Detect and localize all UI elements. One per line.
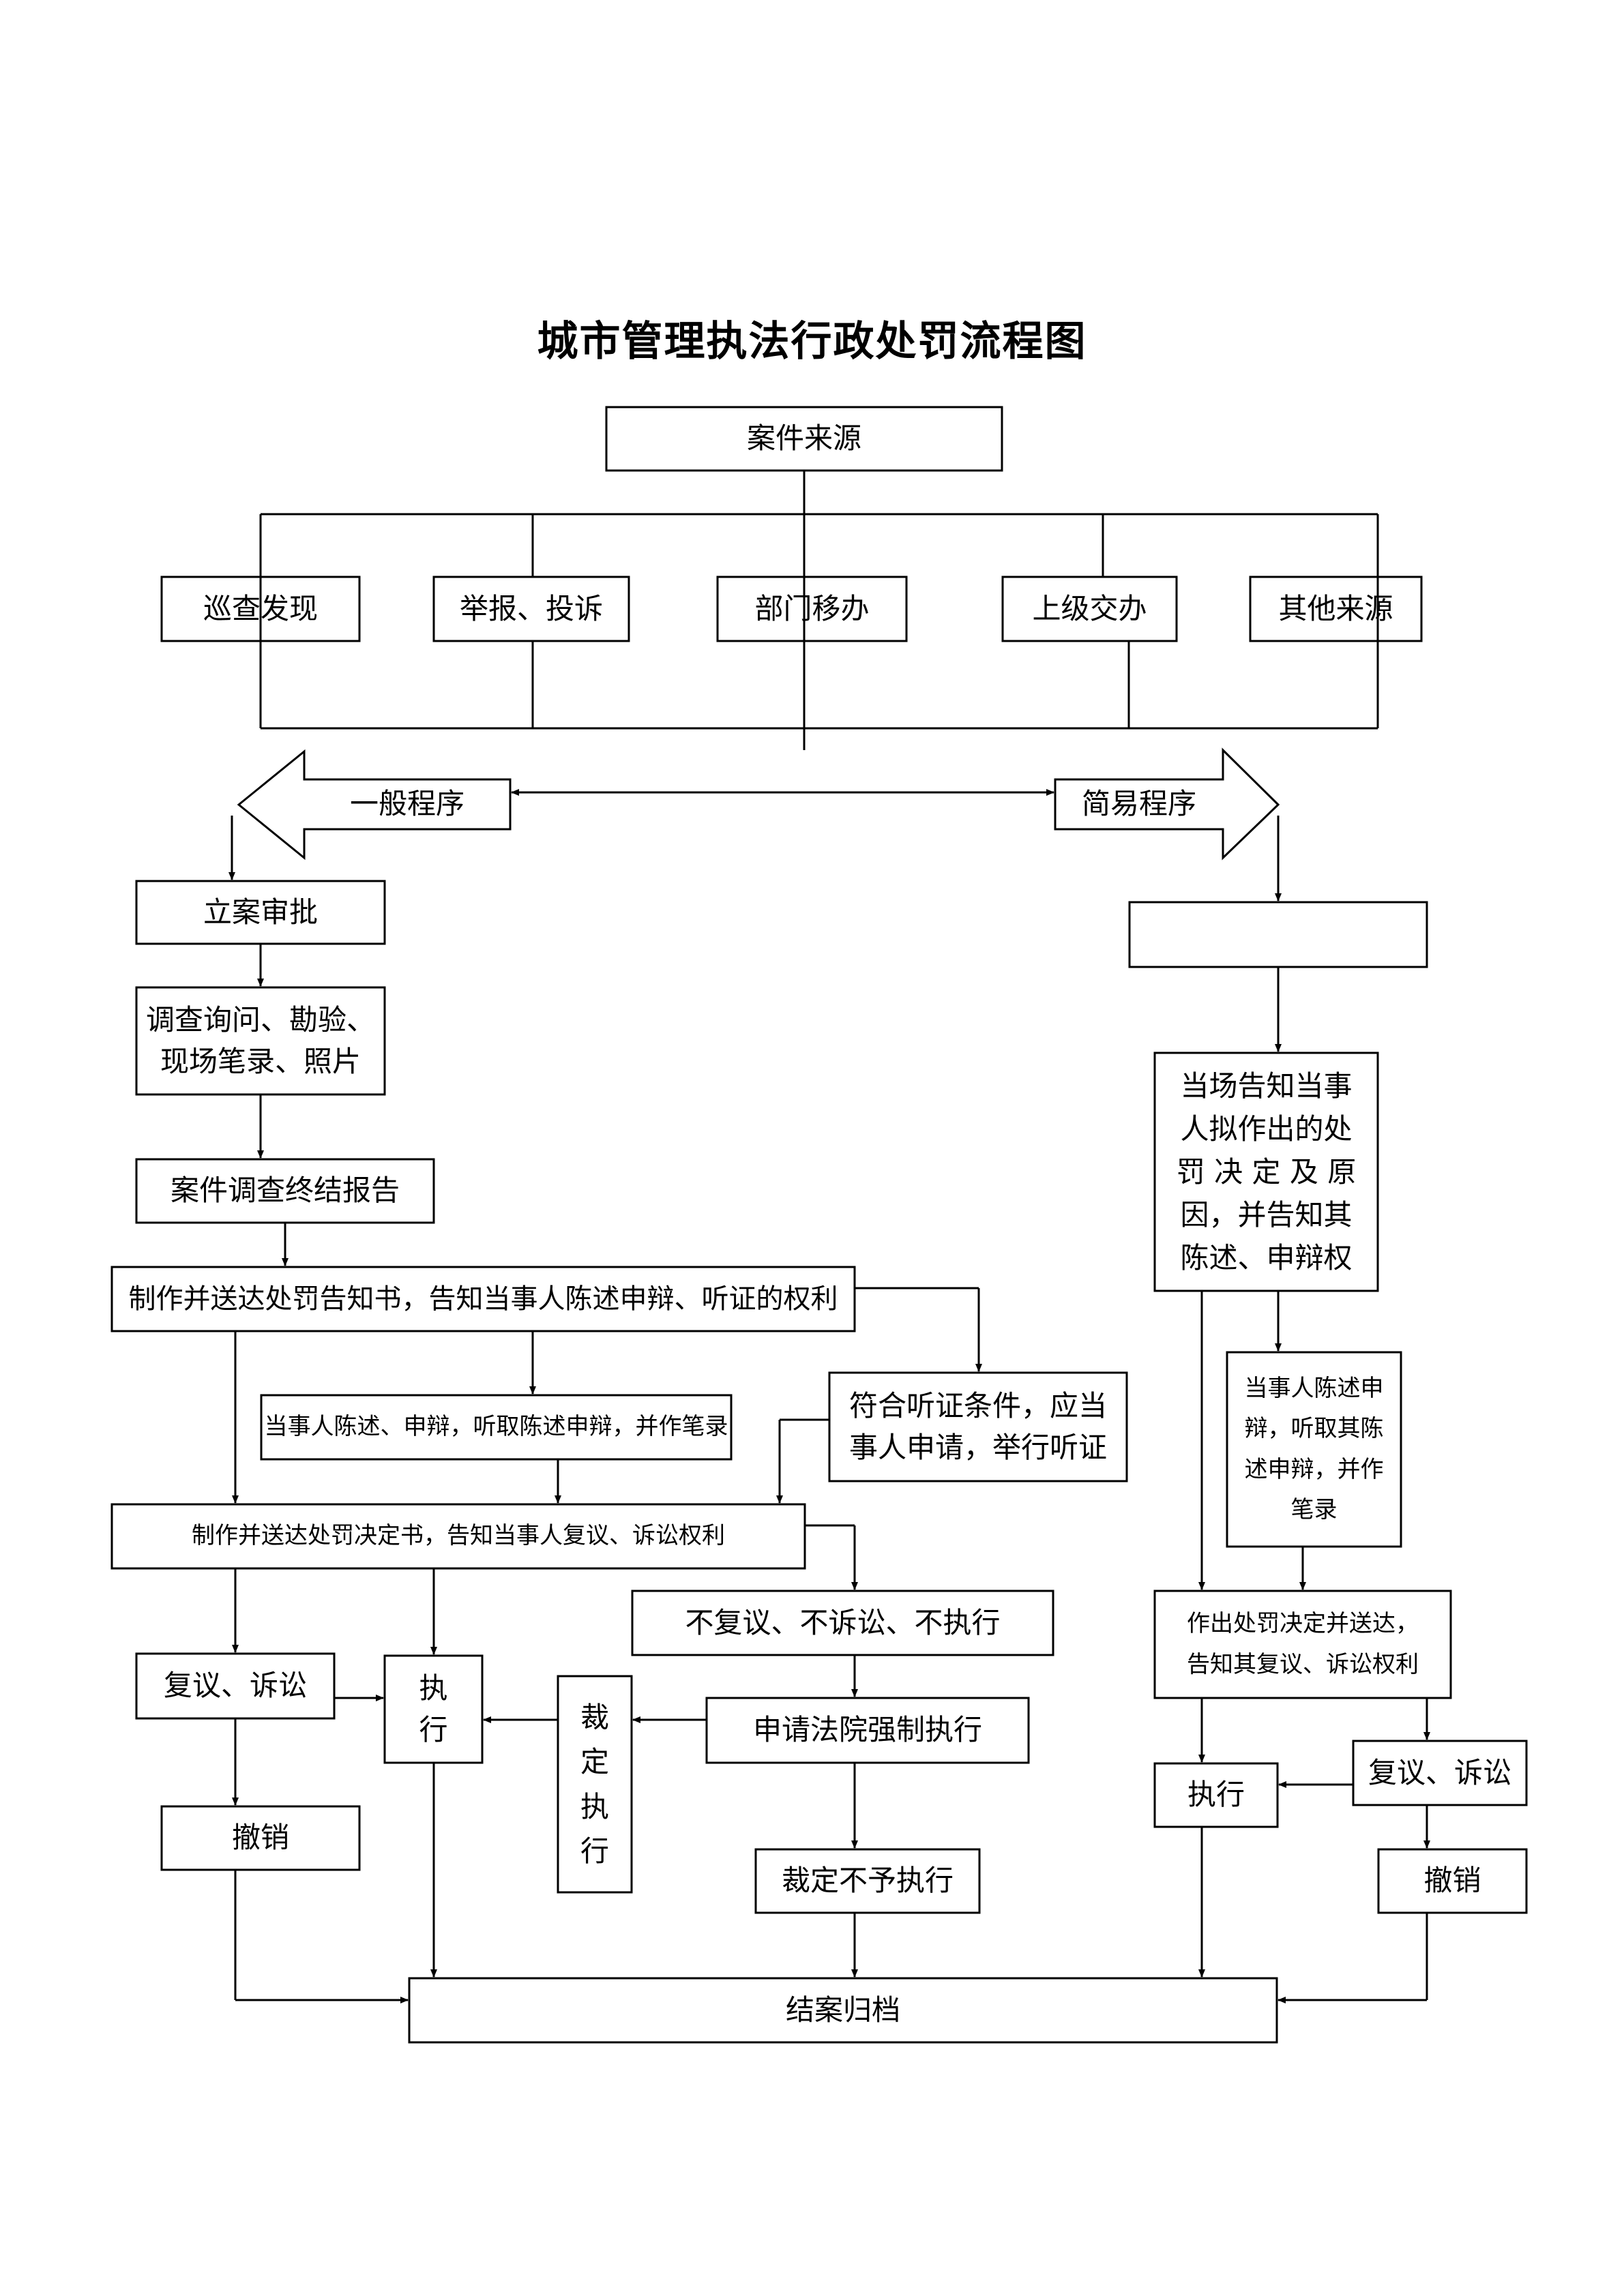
label-hearing: 符合听证条件，应当 事人申请，举行听证: [848, 1388, 1107, 1464]
arrow-general: [237, 749, 512, 861]
label-s-statement: 当事人陈述申 辩，听取其陈 述申辩，并作 笔录: [1244, 1374, 1384, 1524]
box-s-review: [1352, 1740, 1528, 1806]
label-notice: 制作并送达处罚告知书，告知当事人陈述申辩、听证的权利: [128, 1283, 838, 1315]
box-s-execute: [1153, 1762, 1279, 1828]
arrow-simple: [1054, 747, 1280, 861]
label-other: 其他来源: [1278, 591, 1393, 625]
box-ruling-exec: [557, 1675, 633, 1894]
label-s-decision: 作出处罚决定并送达， 告知其复议、诉讼权利: [1187, 1610, 1419, 1678]
box-other: [1249, 576, 1423, 642]
box-s-revoke: [1377, 1848, 1528, 1914]
label-not-exec: 裁定不予执行: [781, 1864, 954, 1898]
label-no-appeal: 不复议、不诉讼、不执行: [685, 1605, 1001, 1639]
box-onsite: [1153, 1052, 1379, 1292]
box-dept: [716, 576, 908, 642]
label-general: 一般程序: [349, 787, 464, 821]
box-no-appeal: [631, 1590, 1054, 1656]
label-s-review: 复议、诉讼: [1368, 1755, 1511, 1789]
label-investigate: 调查询问、勘验、 现场笔录、照片: [145, 1002, 375, 1078]
box-revoke: [160, 1805, 361, 1871]
label-onsite: 当场告知当事 人拟作出的处 罚 决 定 及 原 因，并告知其 陈述、申辩权: [1176, 1069, 1357, 1274]
label-report: 举报、投诉: [459, 591, 603, 625]
label-statement: 当事人陈述、申辩，听取陈述申辩，并作笔录: [264, 1413, 728, 1441]
box-report: [432, 576, 630, 642]
box-notice: [110, 1266, 856, 1332]
label-superior: 上级交办: [1032, 591, 1147, 625]
label-s-execute: 执行: [1187, 1778, 1245, 1812]
box-not-exec: [754, 1848, 981, 1914]
label-court: 申请法院强制执行: [752, 1713, 982, 1747]
box-s-statement: [1226, 1351, 1402, 1548]
box-s-decision: [1153, 1590, 1452, 1699]
box-court: [705, 1697, 1030, 1764]
page-title: 城市管理执法行政处罚流程图: [537, 318, 1087, 366]
box-superior: [1001, 576, 1178, 642]
label-close: 结案归档: [785, 1993, 900, 2027]
label-inv-report: 案件调查终结报告: [170, 1174, 400, 1208]
label-dept: 部门移办: [754, 591, 870, 625]
label-source: 案件来源: [746, 421, 861, 456]
label-ruling-exec: 裁 定 执 行: [580, 1701, 609, 1868]
label-review: 复议、诉讼: [163, 1669, 307, 1703]
label-patrol: 巡查发现: [203, 591, 318, 625]
label-execute: 执 行: [419, 1671, 448, 1746]
box-close: [408, 1977, 1278, 2044]
label-decision: 制作并送达处罚决定书，告知当事人复议、诉讼权利: [192, 1522, 725, 1550]
label-simple: 简易程序: [1081, 787, 1196, 821]
box-decision: [110, 1503, 806, 1570]
label-filing: 立案审批: [203, 895, 318, 929]
box-hearing: [828, 1371, 1128, 1482]
label-simple-blank: [1130, 902, 1427, 967]
label-revoke: 撤销: [231, 1821, 289, 1855]
box-statement: [260, 1394, 733, 1461]
label-s-revoke: 撤销: [1423, 1864, 1481, 1898]
